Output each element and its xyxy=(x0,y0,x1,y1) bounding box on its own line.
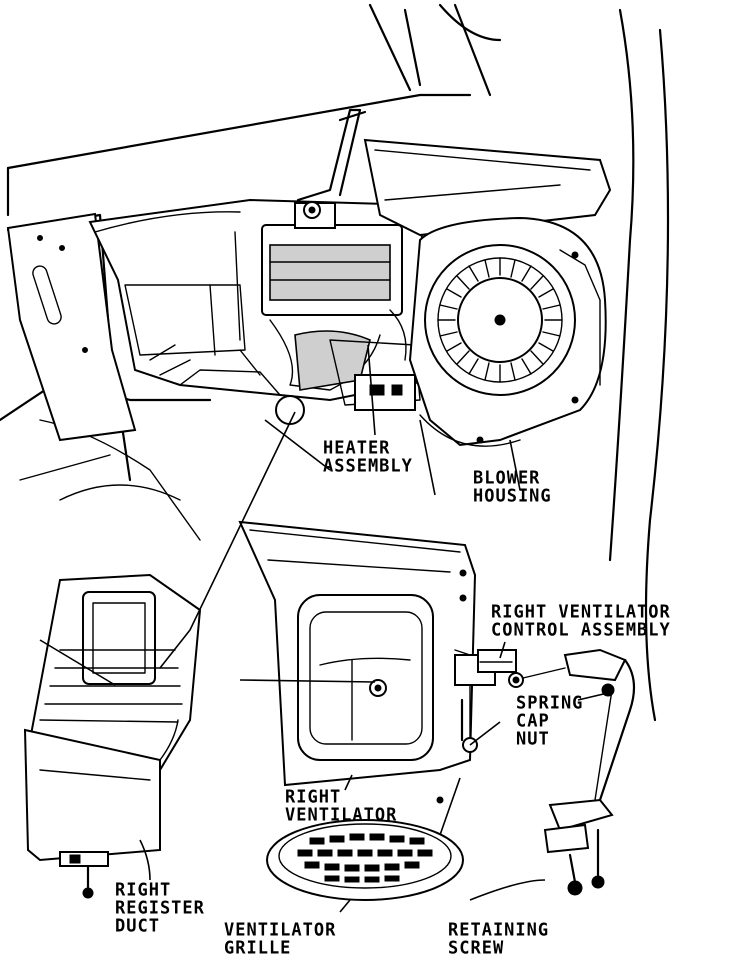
blower-housing-label-line-2: HOUSING xyxy=(473,485,552,507)
right-ventilator-drawing xyxy=(238,520,496,804)
spring-cap-nut-label-line-3: NUT xyxy=(516,728,550,750)
heater-assembly-label-line-2: ASSEMBLY xyxy=(323,455,413,477)
retaining-screw-label-line-1: RETAINING xyxy=(448,919,550,941)
control-assembly-label-line-1: RIGHT VENTILATOR xyxy=(491,601,671,623)
heater-assembly-label-line-1: HEATER xyxy=(323,437,391,459)
ventilator-grille-label-line-2: GRILLE xyxy=(224,937,292,959)
ventilator-grille-label-line-1: VENTILATOR xyxy=(224,919,337,941)
retaining-screw-label: RETAINING SCREW xyxy=(448,919,550,959)
control-assembly-label-line-2: CONTROL ASSEMBLY xyxy=(491,619,671,641)
right-ventilator-label-line-2: VENTILATOR xyxy=(285,804,398,826)
right-register-duct-label-line-1: RIGHT xyxy=(115,879,172,901)
blower-housing-label: BLOWER HOUSING xyxy=(473,467,552,507)
right-register-duct-label: RIGHT REGISTER DUCT xyxy=(115,879,205,937)
spring-cap-nut-label-line-1: SPRING xyxy=(516,692,584,714)
grille-slots xyxy=(297,833,433,883)
right-ventilator-label-line-1: RIGHT xyxy=(285,786,342,808)
spring-cap-nut-label: SPRING CAP NUT xyxy=(516,692,584,750)
blower-housing-drawing xyxy=(363,138,612,447)
spring-cap-nut-label-line-2: CAP xyxy=(516,710,550,732)
right-register-duct-drawing xyxy=(23,573,202,899)
blower-wheel-vanes xyxy=(437,257,563,383)
heater-assembly-drawing xyxy=(88,108,432,425)
heater-assembly-label: HEATER ASSEMBLY xyxy=(323,437,413,477)
blower-housing-label-line-1: BLOWER xyxy=(473,467,541,489)
right-ventilator-label: RIGHT VENTILATOR xyxy=(285,786,398,826)
ventilator-grille-drawing xyxy=(266,819,464,901)
control-assembly-drawing xyxy=(477,648,636,896)
leader-lines xyxy=(39,344,613,913)
mounting-bracket xyxy=(6,212,137,442)
ventilator-grille-label: VENTILATOR GRILLE xyxy=(224,919,337,959)
retaining-screw-label-line-2: SCREW xyxy=(448,937,505,959)
right-register-duct-label-line-3: DUCT xyxy=(115,915,160,937)
right-register-duct-label-line-2: REGISTER xyxy=(115,897,205,919)
dash-panel-outline xyxy=(0,3,670,722)
right-ventilator-control-assembly-label: RIGHT VENTILATOR CONTROL ASSEMBLY xyxy=(491,601,671,641)
